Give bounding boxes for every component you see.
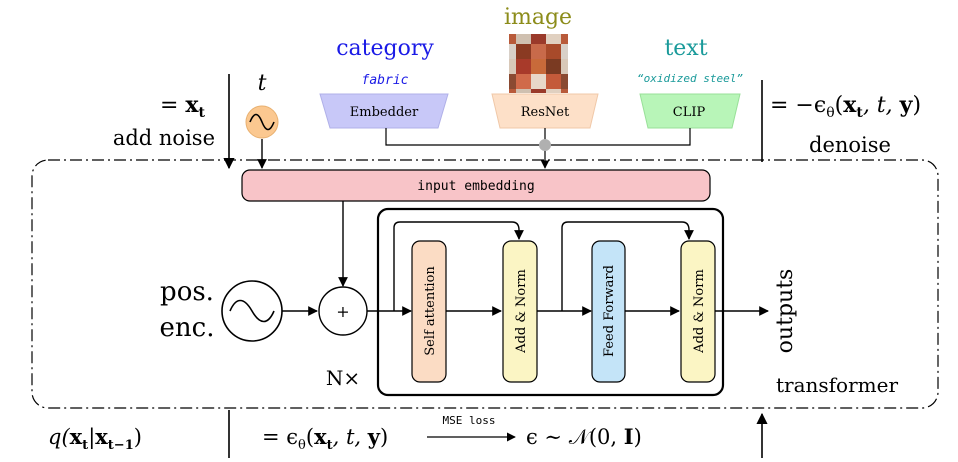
clip-block xyxy=(639,93,741,129)
denoise-label: denoise xyxy=(809,133,891,157)
time-sine-icon xyxy=(249,113,275,131)
time-symbol: t xyxy=(258,71,267,96)
category-title: category xyxy=(336,36,434,61)
add-norm-block-2 xyxy=(680,240,716,383)
clip-label: CLIP xyxy=(673,105,706,120)
right-eq: = −ϵθ(xt, t, y) xyxy=(770,92,921,121)
feed-forward-block xyxy=(591,240,626,383)
resnet-block xyxy=(491,93,599,129)
noise-distribution: ϵ ∼ 𝒩(0, I) xyxy=(526,424,642,449)
embedder-block xyxy=(319,93,449,129)
bottom-eps-eq: = ϵθ(xt, t, y) xyxy=(262,424,388,453)
residual-arrow-1 xyxy=(393,221,524,311)
q-distribution: q(xt|xt−1) xyxy=(48,424,142,453)
text-title: text xyxy=(664,36,707,61)
text-value: “oxidized steel” xyxy=(637,72,743,85)
add-noise-label: add noise xyxy=(113,126,215,150)
category-value: fabric xyxy=(362,73,409,88)
pos-enc-line2: enc. xyxy=(160,313,215,343)
outputs-label: outputs xyxy=(773,269,798,354)
add-symbol: + xyxy=(336,302,349,321)
left-eq-xt: = xt xyxy=(160,92,206,121)
add-norm-block-1 xyxy=(502,240,538,383)
add-norm-label-2: Add & Norm xyxy=(692,269,707,354)
image-title: image xyxy=(504,5,572,30)
resnet-label: ResNet xyxy=(521,105,570,120)
mse-loss-label: MSE loss xyxy=(443,414,496,427)
self-attention-block xyxy=(411,240,447,383)
embedder-connector xyxy=(385,128,545,146)
add-norm-label-1: Add & Norm xyxy=(514,269,529,354)
transformer-label: transformer xyxy=(776,373,898,397)
pos-enc-line1: pos. xyxy=(160,277,214,307)
feed-forward-label: Feed Forward xyxy=(602,265,617,357)
input-embedding-bar xyxy=(241,169,711,202)
transformer-block-frame xyxy=(376,207,725,397)
residual-arrow-2 xyxy=(561,221,694,311)
pos-enc-sine-icon xyxy=(229,299,275,323)
fabric-image xyxy=(509,34,568,93)
self-attention-label: Self attention xyxy=(423,266,438,356)
n-times-label: N× xyxy=(326,366,360,390)
combine-dot xyxy=(539,139,551,151)
clip-connector xyxy=(545,128,691,146)
transformer-frame xyxy=(31,159,939,409)
input-embedding-label: input embedding xyxy=(417,179,534,194)
embedder-label: Embedder xyxy=(350,105,419,120)
